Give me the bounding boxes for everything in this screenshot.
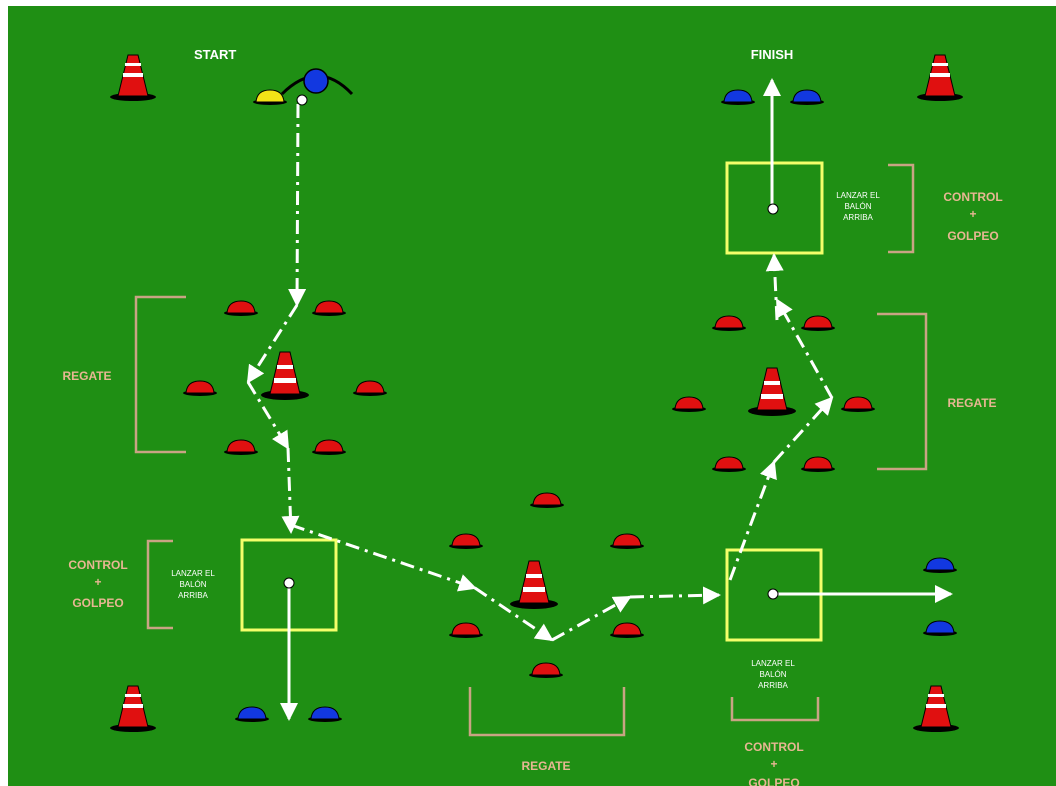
- arriba-text: ARRIBA: [178, 591, 208, 600]
- marker-disc-icon: [224, 439, 258, 455]
- marker-discs-group: [183, 89, 957, 722]
- dribble-path-segment: [772, 396, 834, 464]
- arriba-text: ARRIBA: [843, 213, 873, 222]
- plus-text: +: [770, 757, 777, 771]
- bracket-control-top-right: [888, 163, 915, 254]
- large-cones-group: [110, 54, 963, 732]
- control-text: CONTROL: [744, 740, 803, 754]
- marker-disc-icon: [610, 622, 644, 638]
- plus-text: +: [94, 575, 101, 589]
- marker-disc-icon: [308, 706, 342, 722]
- player-icon: [280, 68, 354, 96]
- marker-disc-icon: [183, 380, 217, 396]
- regate-label-right: REGATE: [947, 396, 996, 410]
- dribble-path-segment: [246, 381, 290, 450]
- bracket-regate-right: [877, 312, 928, 471]
- marker-disc-icon: [721, 89, 755, 105]
- marker-disc-icon: [530, 492, 564, 508]
- marker-disc-icon: [312, 439, 346, 455]
- green-field: [8, 6, 1056, 786]
- control-golpeo-label-top-right: CONTROL + GOLPEO: [943, 190, 1002, 243]
- plus-text: +: [969, 207, 976, 221]
- traffic-cone-icon: [261, 351, 309, 400]
- ball-icon: [767, 588, 779, 600]
- lanzar-text: LANZAR EL: [836, 191, 880, 200]
- arriba-text: ARRIBA: [758, 681, 788, 690]
- ball-icon: [296, 94, 308, 106]
- traffic-cone-icon: [110, 54, 156, 101]
- marker-disc-icon: [712, 456, 746, 472]
- dribble-path-segment: [288, 103, 307, 307]
- regate-label-left: REGATE: [62, 369, 111, 383]
- dribble-path-segment: [765, 253, 784, 321]
- ball-icon: [767, 203, 779, 215]
- marker-disc-icon: [253, 89, 287, 105]
- traffic-cone-icon: [917, 54, 963, 101]
- lanzar-text: LANZAR EL: [171, 569, 215, 578]
- ball-icon: [283, 577, 295, 589]
- marker-disc-icon: [790, 89, 824, 105]
- marker-disc-icon: [449, 533, 483, 549]
- control-text: CONTROL: [68, 558, 127, 572]
- finish-label: FINISH: [751, 47, 794, 62]
- marker-disc-icon: [529, 662, 563, 678]
- control-text: CONTROL: [943, 190, 1002, 204]
- balon-text: BALÓN: [844, 202, 871, 211]
- balon-text: BALÓN: [759, 670, 786, 679]
- marker-disc-icon: [923, 620, 957, 636]
- lanzar-label-left: LANZAR EL BALÓN ARRIBA: [171, 569, 215, 600]
- start-label: START: [194, 47, 236, 62]
- golpeo-text: GOLPEO: [947, 229, 998, 243]
- dribble-path-segment: [728, 460, 777, 581]
- traffic-cone-icon: [510, 560, 558, 609]
- bracket-control-left: [146, 539, 173, 630]
- marker-disc-icon: [923, 557, 957, 573]
- dribble-path-segment: [290, 523, 477, 592]
- control-golpeo-label-bottom: CONTROL + GOLPEO: [744, 740, 803, 786]
- marker-disc-icon: [224, 300, 258, 316]
- traffic-cone-icon: [913, 685, 959, 732]
- bracket-regate-bottom: [468, 687, 626, 737]
- control-golpeo-label-left: CONTROL + GOLPEO: [68, 558, 127, 610]
- balon-text: BALÓN: [179, 580, 206, 589]
- marker-disc-icon: [841, 396, 875, 412]
- marker-disc-icon: [801, 315, 835, 331]
- dribble-path-segment: [281, 447, 300, 534]
- control-square-top-right: [725, 161, 824, 255]
- marker-disc-icon: [672, 396, 706, 412]
- bracket-control-bottom: [730, 697, 820, 722]
- lanzar-label-top-right: LANZAR EL BALÓN ARRIBA: [836, 191, 880, 222]
- marker-disc-icon: [801, 456, 835, 472]
- lanzar-text: LANZAR EL: [751, 659, 795, 668]
- marker-disc-icon: [312, 300, 346, 316]
- marker-disc-icon: [712, 315, 746, 331]
- traffic-cone-icon: [748, 367, 796, 416]
- golpeo-text: GOLPEO: [748, 776, 799, 786]
- golpeo-text: GOLPEO: [72, 596, 123, 610]
- marker-disc-icon: [449, 622, 483, 638]
- dribble-path-segment: [775, 298, 834, 399]
- traffic-cone-icon: [110, 685, 156, 732]
- marker-disc-icon: [610, 533, 644, 549]
- bracket-regate-left: [134, 295, 186, 454]
- regate-label-bottom: REGATE: [521, 759, 570, 773]
- lanzar-label-bottom: LANZAR EL BALÓN ARRIBA: [751, 659, 795, 690]
- marker-disc-icon: [353, 380, 387, 396]
- marker-disc-icon: [235, 706, 269, 722]
